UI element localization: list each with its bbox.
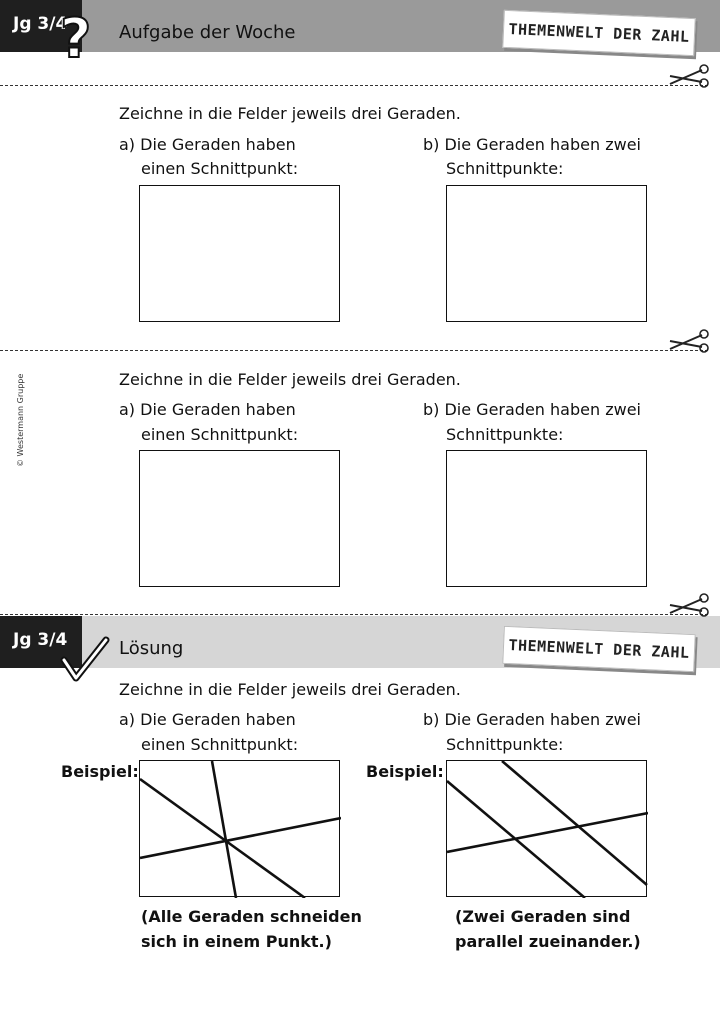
scissors-icon	[669, 593, 709, 617]
solution-b-label-2: Schnittpunkte:	[446, 735, 564, 754]
solution-a-label-2: einen Schnittpunkt:	[141, 735, 299, 754]
question-mark-icon: ?	[59, 7, 92, 70]
line-3	[140, 816, 341, 860]
task-header: Jg 3/4 ? Aufgabe der Woche THEMENWELT DE…	[0, 0, 720, 67]
note-b: (Zwei Geraden sind	[455, 907, 631, 926]
cut-line	[0, 350, 708, 351]
copyright-note: © Westermann Gruppe	[16, 373, 25, 467]
solution-box-b	[446, 760, 648, 898]
drawing-box-b[interactable]	[446, 185, 647, 322]
task1-b-label-2: Schnittpunkte:	[446, 159, 564, 178]
line-2	[210, 761, 238, 898]
task2-instruction: Zeichne in die Felder jeweils drei Gerad…	[119, 370, 461, 389]
solution-box-a	[139, 760, 341, 898]
scissors-icon	[669, 329, 709, 353]
task2-b-label: b) Die Geraden haben zwei	[423, 400, 641, 419]
solution-b-label: b) Die Geraden haben zwei	[423, 710, 641, 729]
page-title: Aufgabe der Woche	[119, 22, 296, 43]
task2-a-label-2: einen Schnittpunkt:	[141, 425, 299, 444]
cut-line	[0, 85, 708, 86]
parallel-line-2	[501, 761, 648, 886]
note-a: (Alle Geraden schneiden	[141, 907, 362, 926]
task2-a-label: a) Die Geraden haben	[119, 400, 296, 419]
task2-b-label-2: Schnittpunkte:	[446, 425, 564, 444]
example-label-a: Beispiel:	[61, 762, 139, 781]
grade-badge: Jg 3/4	[0, 616, 82, 668]
note-a-2: sich in einem Punkt.)	[141, 932, 332, 951]
example-label-b: Beispiel:	[366, 762, 444, 781]
task1-instruction: Zeichne in die Felder jeweils drei Gerad…	[119, 104, 461, 123]
drawing-box-a[interactable]	[139, 450, 340, 587]
drawing-box-b[interactable]	[446, 450, 647, 587]
task1-a-label-2: einen Schnittpunkt:	[141, 159, 299, 178]
crossing-line	[447, 811, 648, 854]
brand-label: THEMENWELT DER ZAHL	[502, 625, 696, 673]
solution-drawing-a	[140, 761, 341, 898]
solution-title: Lösung	[119, 638, 184, 659]
solution-header: Jg 3/4 Lösung THEMENWELT DER ZAHL	[0, 616, 720, 673]
task1-a-label: a) Die Geraden haben	[119, 135, 296, 154]
task1-b-label: b) Die Geraden haben zwei	[423, 135, 641, 154]
solution-instruction: Zeichne in die Felder jeweils drei Gerad…	[119, 680, 461, 699]
cut-line	[0, 614, 708, 615]
solution-drawing-b	[447, 761, 648, 898]
grade-badge: Jg 3/4	[0, 0, 82, 52]
scissors-icon	[669, 64, 709, 88]
drawing-box-a[interactable]	[139, 185, 340, 322]
checkmark-icon	[60, 636, 110, 682]
line-1	[140, 777, 306, 898]
solution-a-label: a) Die Geraden haben	[119, 710, 296, 729]
note-b-2: parallel zueinander.)	[455, 932, 641, 951]
brand-label: THEMENWELT DER ZAHL	[502, 9, 696, 57]
